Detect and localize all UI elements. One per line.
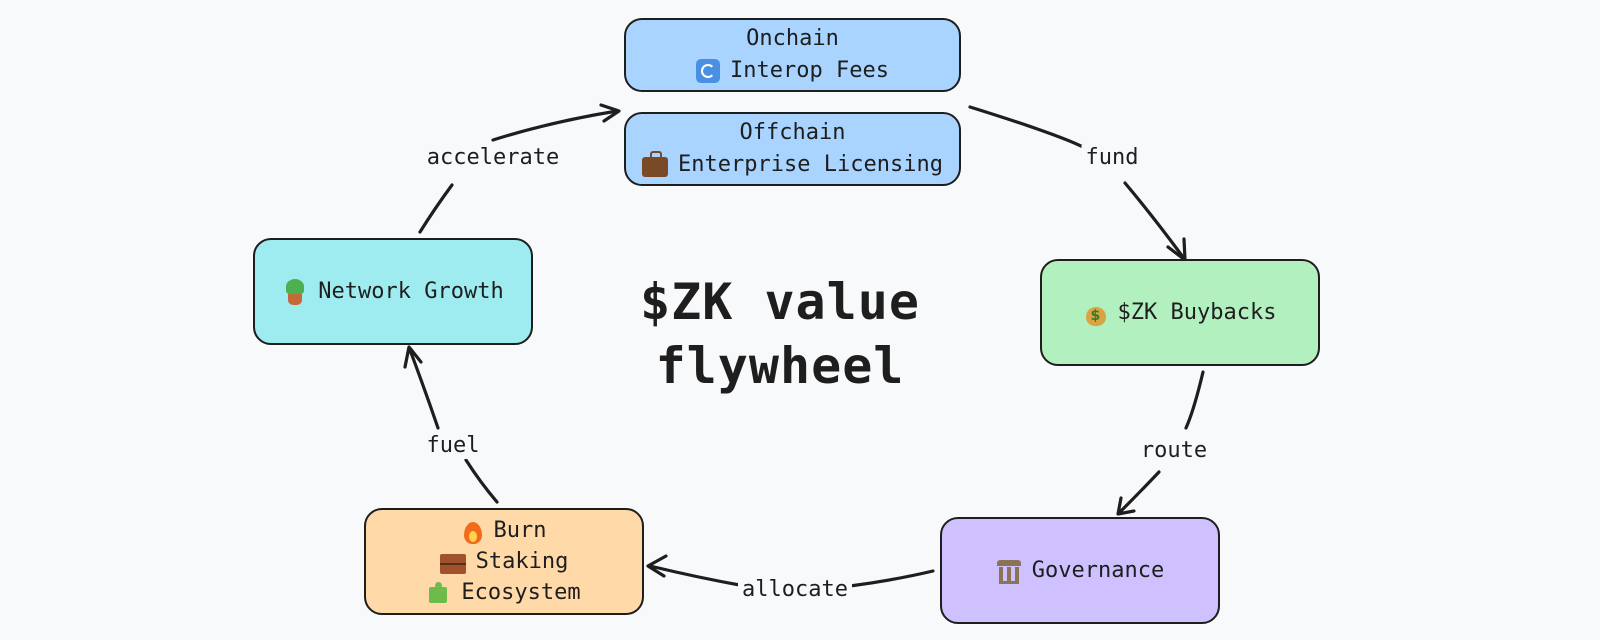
onchain-detail: Interop Fees — [730, 58, 889, 83]
buybacks-node: $ZK Buybacks — [1040, 259, 1320, 366]
ecosystem-row: Ecosystem — [427, 577, 581, 608]
burn-row: Burn — [462, 515, 547, 546]
classical-building-icon — [996, 558, 1022, 584]
money-bag-icon — [1084, 300, 1108, 326]
network-growth-label: Network Growth — [318, 278, 504, 304]
diagram-title: $ZK value flywheel — [630, 270, 930, 398]
outlets-node: Burn Staking Ecosystem — [364, 508, 644, 615]
route-label: route — [1136, 438, 1212, 464]
allocate-label: allocate — [738, 577, 852, 603]
route-arrowhead — [1116, 496, 1136, 516]
governance-node: Governance — [940, 517, 1220, 624]
burn-label: Burn — [493, 518, 547, 543]
accelerate-arrow — [418, 109, 619, 234]
offchain-detail-row: Enterprise Licensing — [642, 149, 943, 181]
ecosystem-label: Ecosystem — [461, 580, 581, 605]
governance-label: Governance — [1031, 557, 1165, 583]
network-growth-row: Network Growth — [282, 276, 504, 308]
fund-label: fund — [1081, 145, 1143, 171]
title-line-2: flywheel — [655, 337, 905, 395]
title-line-1: $ZK value — [640, 273, 920, 331]
accelerate-arrowhead — [599, 103, 621, 123]
offchain-node: Offchain Enterprise Licensing — [624, 112, 961, 186]
fuel-arrow — [408, 348, 499, 504]
onchain-detail-row: Interop Fees — [696, 55, 889, 87]
briefcase-icon — [642, 151, 669, 177]
route-arrow — [1118, 370, 1205, 514]
allocate-arrowhead — [646, 554, 668, 578]
bricks-icon — [439, 553, 466, 574]
network-growth-node: Network Growth — [253, 238, 533, 345]
onchain-heading: Onchain — [746, 26, 839, 51]
accelerate-label: accelerate — [422, 145, 564, 171]
governance-row: Governance — [996, 555, 1164, 587]
cycle-arrows-icon — [696, 59, 721, 83]
fuel-label: fuel — [422, 433, 484, 459]
fire-icon — [462, 518, 484, 544]
offchain-heading: Offchain — [739, 120, 846, 145]
puzzle-piece-icon — [427, 581, 451, 605]
onchain-node: Onchain Interop Fees — [624, 18, 961, 92]
fuel-arrowhead — [403, 345, 423, 369]
staking-row: Staking — [439, 546, 569, 577]
buybacks-row: $ZK Buybacks — [1084, 297, 1277, 329]
buybacks-label: $ZK Buybacks — [1117, 299, 1277, 325]
fund-arrow — [968, 105, 1185, 259]
allocate-arrow — [648, 564, 935, 588]
offchain-detail: Enterprise Licensing — [678, 152, 943, 177]
staking-label: Staking — [475, 549, 569, 574]
potted-plant-icon — [282, 278, 308, 305]
